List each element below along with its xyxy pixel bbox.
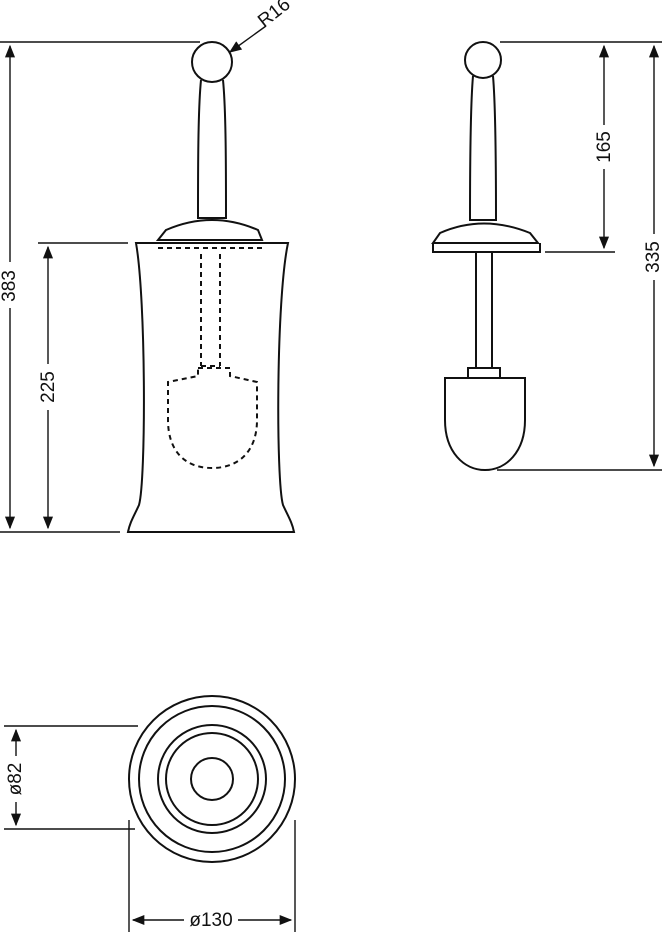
lid-inner — [165, 732, 259, 826]
brush-lid — [431, 222, 541, 244]
knob — [191, 41, 233, 83]
handle-length-dimension: 165 — [500, 41, 662, 253]
holder-body — [126, 242, 296, 533]
brush-view: 165 335 — [431, 41, 662, 472]
brush-length-dimension: 335 — [497, 44, 662, 471]
brush-collar — [467, 367, 501, 379]
radius-dimension: R16 — [228, 0, 295, 53]
lid — [155, 219, 264, 241]
radius-label: R16 — [254, 0, 294, 32]
inner-diameter-label: ø82 — [5, 763, 26, 796]
handle — [196, 79, 228, 219]
lid-outer — [157, 724, 267, 834]
outer-rim — [128, 695, 296, 863]
brush-handle — [468, 75, 498, 221]
brush-length-label: 335 — [643, 241, 662, 273]
front-view: R16 383 225 — [0, 0, 296, 533]
outer-diameter-label: ø130 — [189, 910, 232, 931]
rim-inner — [138, 705, 286, 853]
total-height-dimension: 383 — [0, 41, 200, 533]
holder-height-label: 225 — [38, 371, 59, 403]
brush-head — [444, 377, 526, 472]
total-height-label: 383 — [0, 270, 20, 302]
top-view: ø82 ø130 — [4, 695, 296, 932]
hidden-brush — [158, 247, 266, 470]
handle-length-label: 165 — [594, 131, 615, 163]
holder-height-dimension: 225 — [38, 242, 128, 530]
handle-top — [190, 757, 234, 801]
brush-knob — [464, 41, 502, 79]
outer-diameter-dimension: ø130 — [128, 820, 296, 932]
inner-diameter-dimension: ø82 — [4, 725, 138, 830]
